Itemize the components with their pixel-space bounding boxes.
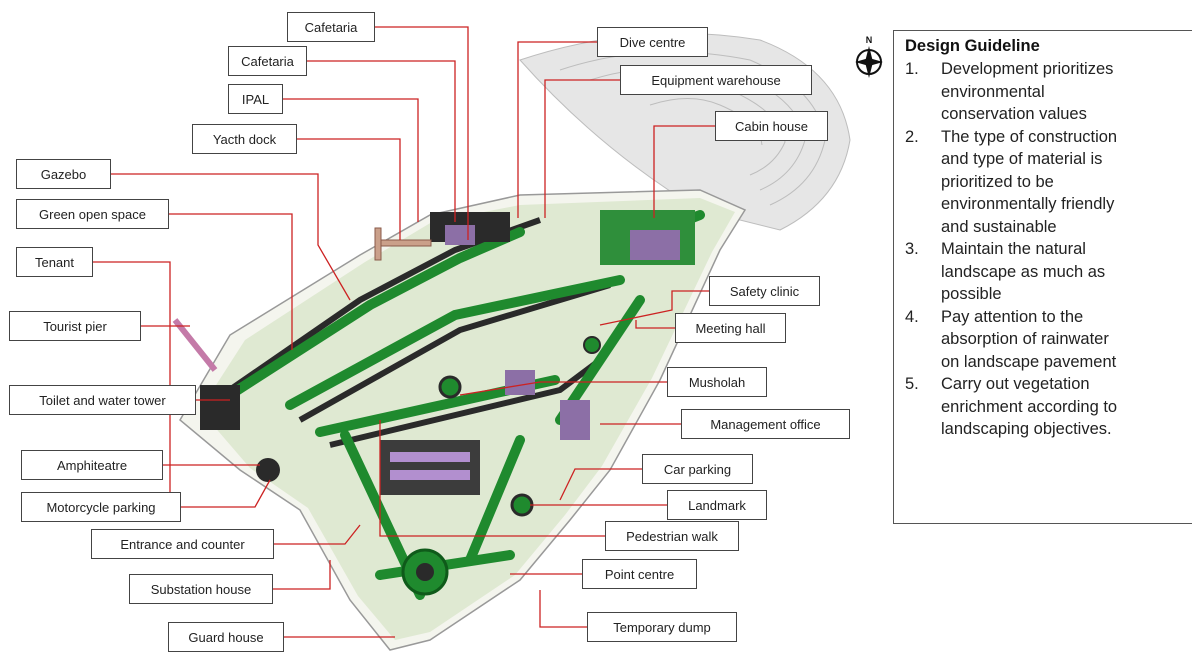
guideline-item-line: Carry out vegetation [941,375,1090,393]
guideline-item-line: and type of material is [941,150,1103,168]
site-area [200,198,735,640]
label-green-open-space: Green open space [16,199,169,229]
label-yacht-dock: Yacth dock [192,124,297,154]
round-plazas [256,336,601,596]
label-temporary-dump: Temporary dump [587,612,737,642]
guideline-item-line: environmentally friendly [941,195,1115,213]
label-toilet-water-tower: Toilet and water tower [9,385,196,415]
guideline-item-text: Maintain the natural landscape as much as… [941,238,1188,306]
label-motorcycle-parking: Motorcycle parking [21,492,181,522]
guideline-item-number: 4. [905,307,919,326]
guideline-item-line: conservation values [941,105,1087,123]
guideline-item-line: The type of construction [941,127,1118,146]
guideline-item-line: environmental [941,82,1045,101]
label-gazebo: Gazebo [16,159,111,189]
guideline-item-number: 2. [905,127,919,146]
label-amphiteatre: Amphiteatre [21,450,163,480]
guideline-item-number: 3. [905,240,919,258]
leader-lines [92,26,716,638]
label-cafetaria: Cafetaria [228,46,307,76]
guideline-item-text: Development prioritizes environmental cons… [941,58,1188,126]
label-point-centre: Point centre [582,559,697,589]
piers [172,227,432,372]
label-dive-centre: Dive centre [597,27,708,57]
label-equipment-warehouse: Equipment warehouse [620,65,812,95]
guideline-item-number: 1. [905,60,919,78]
north-letter: N [866,35,873,45]
guideline-item-line: Maintain the natural [941,240,1086,258]
guideline-item: 3. Maintain the natural landscape as much … [905,238,1188,306]
guideline-item-line: prioritized to be [941,172,1054,191]
label-tenant: Tenant [16,247,93,277]
label-cabin-house: Cabin house [715,111,828,141]
guideline-item-number: 5. [905,375,919,393]
label-ipal: IPAL [228,84,283,114]
guideline-item: 1. Development prioritizes environmental co… [905,58,1188,126]
guideline-item-line: on landscape pavement [941,352,1117,371]
label-safety-clinic: Safety clinic [709,276,820,306]
guideline-item: 2. The type of construction and type of ma… [905,126,1188,239]
buildings [200,210,695,495]
guideline-item-line: Pay attention to the [941,307,1084,326]
north-arrow-icon: N [855,35,883,78]
label-musholah: Musholah [667,367,767,397]
guideline-list: 1. Development prioritizes environmental co… [905,58,1188,441]
guideline-item: 5. Carry out vegetation enrichment accordi… [905,373,1188,441]
guideline-item-line: absorption of rainwater [941,330,1109,348]
guideline-item-line: Development prioritizes [941,60,1114,78]
label-meeting-hall: Meeting hall [675,313,786,343]
guideline-item: 4. Pay attention to the absorption of rain… [905,306,1188,374]
label-cafetaria-top: Cafetaria [287,12,375,42]
label-substation-house: Substation house [129,574,273,604]
label-landmark: Landmark [667,490,767,520]
label-car-parking: Car parking [642,454,753,484]
label-management-office: Management office [681,409,850,439]
guideline-item-line: and sustainable [941,217,1057,236]
guideline-item-text: Carry out vegetation enrichment according… [941,373,1188,441]
guideline-item-line: possible [941,285,1002,303]
guideline-item-text: The type of construction and type of mate… [941,126,1188,239]
label-entrance-counter: Entrance and counter [91,529,274,559]
guideline-item-line: landscape as much as [941,262,1106,281]
label-pedestrian-walk: Pedestrian walk [605,521,739,551]
guideline-title: Design Guideline [905,37,1040,55]
label-tourist-pier: Tourist pier [9,311,141,341]
guideline-item-text: Pay attention to the absorption of rainwa… [941,306,1188,374]
guideline-item-line: landscaping objectives. [941,420,1112,438]
design-guideline-panel: Design Guideline 1. Development prioritiz… [893,30,1192,524]
label-guard-house: Guard house [168,622,284,652]
guideline-item-line: enrichment according to [941,397,1118,416]
